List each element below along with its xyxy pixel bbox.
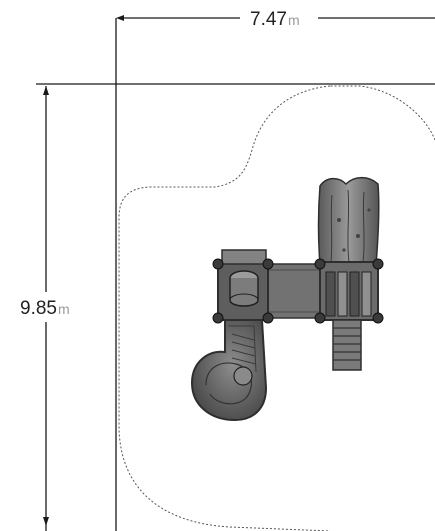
depth-dimension-label: 9.85m (20, 298, 70, 319)
depth-dimension-arrowhead-bottom (43, 517, 49, 526)
bridge-deck (267, 263, 321, 319)
safety-zone-outline (118, 85, 435, 531)
width-dimension: 7.47m (115, 9, 435, 531)
width-unit: m (288, 12, 300, 28)
width-dimension-arrowhead (116, 15, 124, 21)
depth-value: 9.85 (20, 298, 57, 319)
width-value: 7.47 (250, 9, 287, 30)
depth-dimension: 9.85m (20, 83, 435, 531)
right-tower (314, 258, 384, 324)
tree-trunk-climber (317, 176, 380, 266)
left-tower (212, 249, 274, 324)
depth-dimension-arrowhead-top (43, 86, 49, 95)
play-structure (190, 176, 384, 422)
width-dimension-label: 7.47m (250, 9, 300, 30)
spiral-slide (190, 319, 268, 422)
access-ladder (332, 319, 362, 371)
depth-unit: m (58, 301, 70, 317)
